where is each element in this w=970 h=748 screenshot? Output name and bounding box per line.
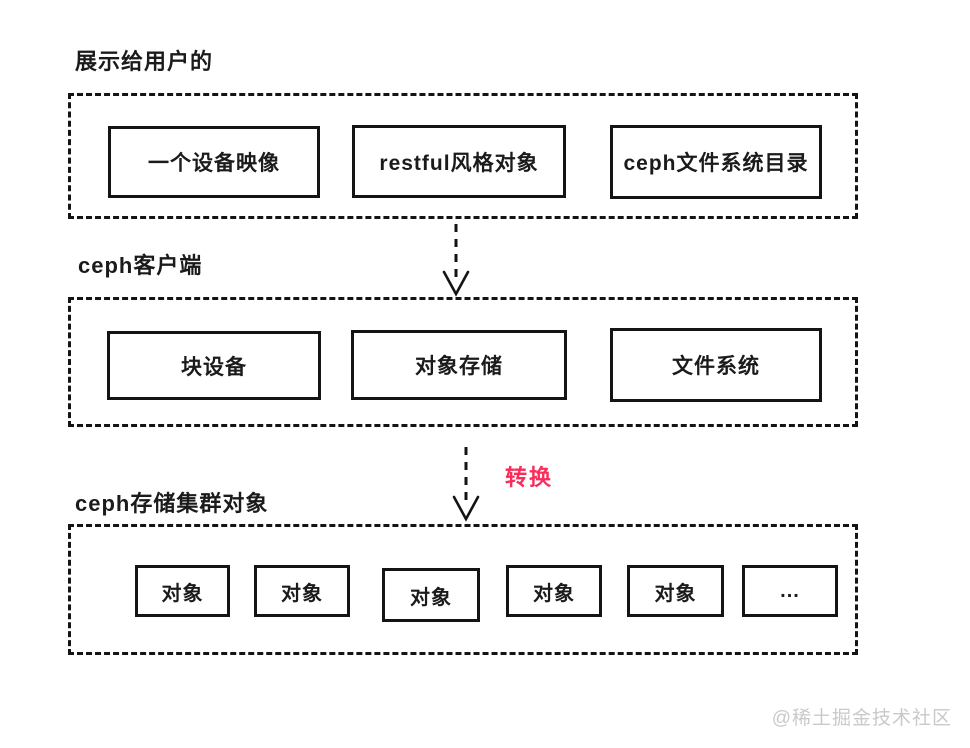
node-object-2: 对象 xyxy=(254,565,350,617)
user-view-container xyxy=(68,93,858,219)
arrow-down-icon xyxy=(442,224,470,297)
section-label-ceph-client: ceph客户端 xyxy=(78,253,203,278)
node-object-5: 对象 xyxy=(627,565,724,617)
storage-cluster-container xyxy=(68,524,858,655)
ceph-client-container xyxy=(68,297,858,427)
node-object-ellipsis: ... xyxy=(742,565,838,617)
node-object-4: 对象 xyxy=(506,565,602,617)
section-label-user-view: 展示给用户的 xyxy=(75,49,214,74)
node-object-3: 对象 xyxy=(382,568,480,622)
node-cephfs-directory: ceph文件系统目录 xyxy=(610,125,822,199)
node-file-system: 文件系统 xyxy=(610,328,822,402)
arrow-down-icon xyxy=(452,447,480,522)
node-object-1: 对象 xyxy=(135,565,230,617)
node-device-image: 一个设备映像 xyxy=(108,126,320,198)
node-object-storage: 对象存储 xyxy=(351,330,567,400)
convert-annotation: 转换 xyxy=(505,465,554,490)
node-restful-object: restful风格对象 xyxy=(352,125,566,198)
watermark: @稀土掘金技术社区 xyxy=(771,708,952,729)
node-block-device: 块设备 xyxy=(107,331,321,400)
section-label-storage-cluster: ceph存储集群对象 xyxy=(75,491,269,516)
